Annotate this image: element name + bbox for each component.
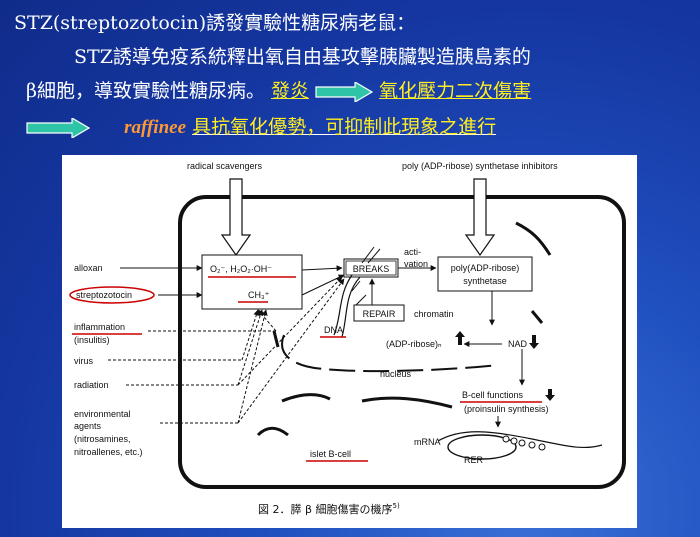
raffinee-description: 具抗氧化優勢，可抑制此現象之進行: [192, 116, 497, 138]
rer-label: RER: [464, 455, 484, 465]
slide-title-line: STZ(streptozotocin)誘發實驗性糖尿病老鼠：: [14, 12, 416, 34]
radicals-label: O₂⁻, H₂O₂·OH⁻: [210, 264, 272, 274]
scavenger-arrow: [220, 178, 252, 257]
beta-cell-damage-diagram: radical scavengers poly (ADP-ribose) syn…: [62, 155, 637, 528]
activation-label: acti-: [404, 247, 421, 257]
alloxan-label: alloxan: [74, 263, 103, 273]
repair-label: REPAIR: [363, 309, 396, 319]
oxidative-stress-label: 氧化壓力二次傷害: [379, 80, 532, 102]
inflammation-label: inflammation: [74, 322, 125, 332]
activation-label-2: vation: [404, 259, 428, 269]
radiation-label: radiation: [74, 380, 109, 390]
inflammation-label: 發炎: [271, 80, 310, 102]
raffinee-label: raffinee: [124, 117, 187, 138]
adp-ribose-label: (ADP-ribose)ₙ: [386, 339, 442, 349]
insulitis-label: (insulitis): [74, 335, 110, 345]
parp-box: [437, 256, 533, 292]
agents-label: agents: [74, 421, 102, 431]
radical-scavengers-label: radical scavengers: [187, 161, 263, 171]
islet-bcell-label: islet B-cell: [310, 449, 351, 459]
cell-membrane: [178, 195, 626, 489]
nucleus-label: nucleus: [380, 369, 412, 379]
right-arrow-icon: [26, 118, 90, 138]
parp-inhibitors-label: poly (ADP-ribose) synthetase inhibitors: [402, 161, 558, 171]
parp-label-1: poly(ADP-ribose): [451, 263, 520, 273]
radicals-box: [201, 254, 303, 310]
streptozotocin-label: streptozotocin: [76, 290, 132, 300]
slide-text-line-3: β細胞，導致實驗性糖尿病。 發炎 氧化壓力二次傷害: [26, 76, 531, 103]
nitrosamines-label: (nitrosamines,: [74, 434, 131, 444]
repair-box: [353, 304, 405, 322]
nitroallenes-label: nitroallenes, etc.): [74, 447, 143, 457]
breaks-label: BREAKS: [353, 264, 390, 274]
parp-label-2: synthetase: [463, 276, 507, 286]
beta-cell-text: β細胞，導致實驗性糖尿病。: [26, 80, 265, 102]
dna-label: DNA: [324, 325, 343, 335]
inhibitor-arrow: [464, 178, 496, 257]
chromatin-label: chromatin: [414, 309, 454, 319]
virus-label: virus: [74, 356, 94, 366]
nad-label: NAD: [508, 339, 528, 349]
bcell-functions-label: B-cell functions: [462, 390, 524, 400]
proinsulin-label: (proinsulin synthesis): [464, 404, 549, 414]
figure-caption: 図 2．膵 β 細胞傷害の機序5): [258, 502, 400, 516]
ch3-label: CH₃⁺: [248, 290, 270, 300]
environmental-label: environmental: [74, 409, 131, 419]
right-arrow-icon: [315, 82, 374, 102]
streptozotocin-highlight: [69, 286, 155, 304]
slide-text-line-2: STZ誘導免疫系統釋出氧自由基攻擊胰臟製造胰島素的: [74, 46, 531, 68]
mrna-label: mRNA: [414, 437, 441, 447]
slide-text-line-4: raffinee 具抗氧化優勢，可抑制此現象之進行: [26, 112, 496, 139]
